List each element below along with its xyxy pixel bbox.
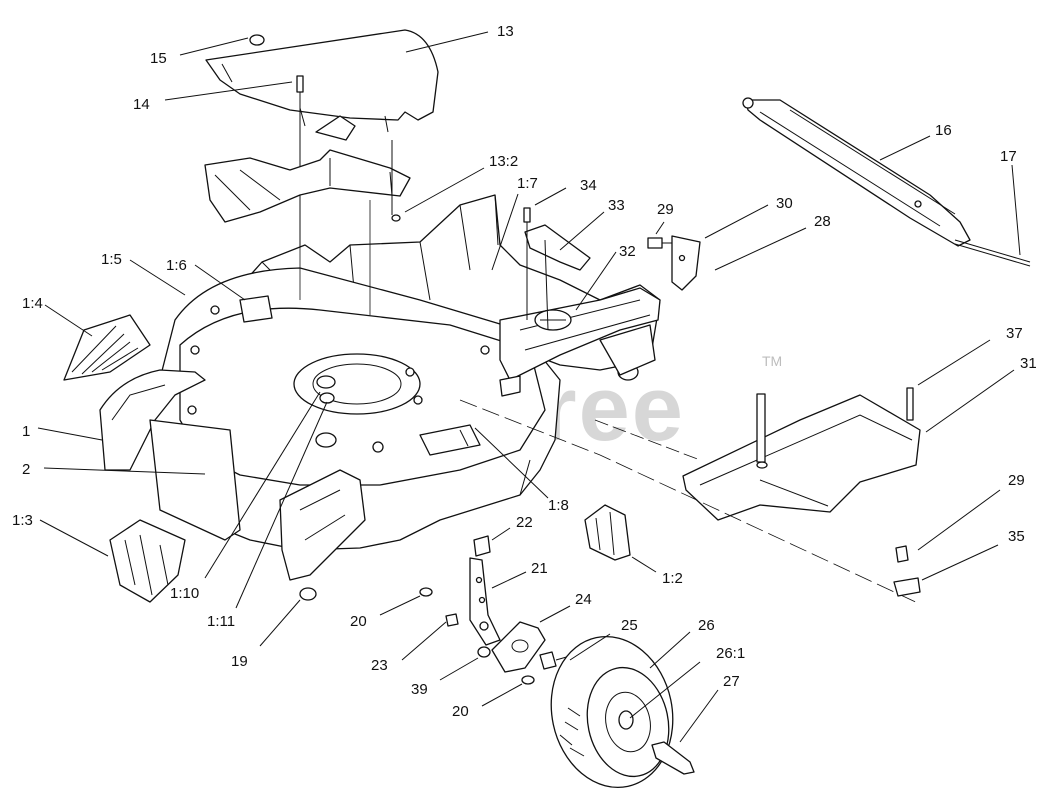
callout-31: 31	[1020, 355, 1037, 372]
part-29-bolt-upper	[647, 237, 676, 249]
part-23-screw	[445, 613, 459, 627]
callout-20-upper: 20	[350, 613, 367, 630]
callout-1-10: 1:10	[170, 585, 199, 602]
part-2-front-skirt	[99, 369, 241, 541]
part-1-2-deflector	[584, 504, 631, 561]
callout-29-upper: 29	[657, 201, 674, 218]
part-15-nut	[249, 34, 265, 46]
callout-15: 15	[150, 50, 167, 67]
part-35-clip	[893, 577, 921, 597]
part-34-screw	[523, 207, 531, 320]
callout-19: 19	[231, 653, 248, 670]
callout-22: 22	[516, 514, 533, 531]
part-20-washer-lower	[521, 675, 535, 685]
callout-30: 30	[776, 195, 793, 212]
callout-25: 25	[621, 617, 638, 634]
callout-14: 14	[133, 96, 150, 113]
part-19-nut	[299, 587, 317, 601]
callout-34: 34	[580, 177, 597, 194]
callout-1-8: 1:8	[548, 497, 569, 514]
callout-1-6: 1:6	[166, 257, 187, 274]
part-16-handle-guard	[742, 97, 971, 247]
callout-26-1: 26:1	[716, 645, 745, 662]
part-29-bolt-lower	[895, 545, 909, 563]
callout-23: 23	[371, 657, 388, 674]
callout-labels: 13 15 14 13:2 1:7 34 33 29 30 28 16 17 1…	[12, 23, 1037, 720]
callout-24: 24	[575, 591, 592, 608]
part-1-side-bumper	[279, 469, 366, 581]
part-25-bolt	[539, 651, 571, 670]
callout-1-4: 1:4	[22, 295, 43, 312]
callout-17: 17	[1000, 148, 1017, 165]
callout-1-2: 1:2	[662, 570, 683, 587]
part-22-cap	[473, 535, 491, 557]
part-37-screw	[756, 387, 914, 463]
part-30-latch-plate	[671, 235, 701, 291]
part-17-rod	[954, 239, 1031, 267]
part-33-bracket	[524, 224, 591, 331]
part-1-3-cover	[109, 519, 186, 603]
part-27-axle-bolt	[651, 741, 695, 775]
callout-35: 35	[1008, 528, 1025, 545]
callout-27: 27	[723, 673, 740, 690]
callout-21: 21	[531, 560, 548, 577]
callout-13: 13	[497, 23, 514, 40]
part-28-rear-axle-assembly	[499, 287, 661, 397]
callout-1: 1	[22, 423, 30, 440]
callout-33: 33	[608, 197, 625, 214]
watermark-trademark: TM	[762, 353, 782, 369]
callout-1-5: 1:5	[101, 251, 122, 268]
part-32-height-adjuster	[534, 309, 572, 331]
leader-lines	[37, 31, 1021, 743]
callout-2: 2	[22, 461, 30, 478]
callout-26: 26	[698, 617, 715, 634]
callout-29-lower: 29	[1008, 472, 1025, 489]
callout-32: 32	[619, 243, 636, 260]
callout-1-11: 1:11	[207, 613, 235, 630]
part-21-height-arm	[469, 557, 501, 646]
part-1-4-louver	[63, 314, 151, 381]
callout-28: 28	[814, 213, 831, 230]
part-20-washer-upper	[419, 587, 433, 597]
part-26-wheel	[550, 635, 674, 789]
callout-13-2: 13:2	[489, 153, 518, 170]
part-24-wheel-bracket	[491, 621, 546, 673]
part-39-nut	[477, 646, 491, 658]
part-13-2-bracket	[204, 140, 411, 223]
part-31-rear-shield	[682, 394, 921, 521]
callout-1-3: 1:3	[12, 512, 33, 529]
part-13-rear-cover	[205, 29, 439, 141]
callout-1-7: 1:7	[517, 175, 538, 192]
callout-37: 37	[1006, 325, 1023, 342]
callout-20-lower: 20	[452, 703, 469, 720]
callout-39: 39	[411, 681, 428, 698]
callout-16: 16	[935, 122, 952, 139]
